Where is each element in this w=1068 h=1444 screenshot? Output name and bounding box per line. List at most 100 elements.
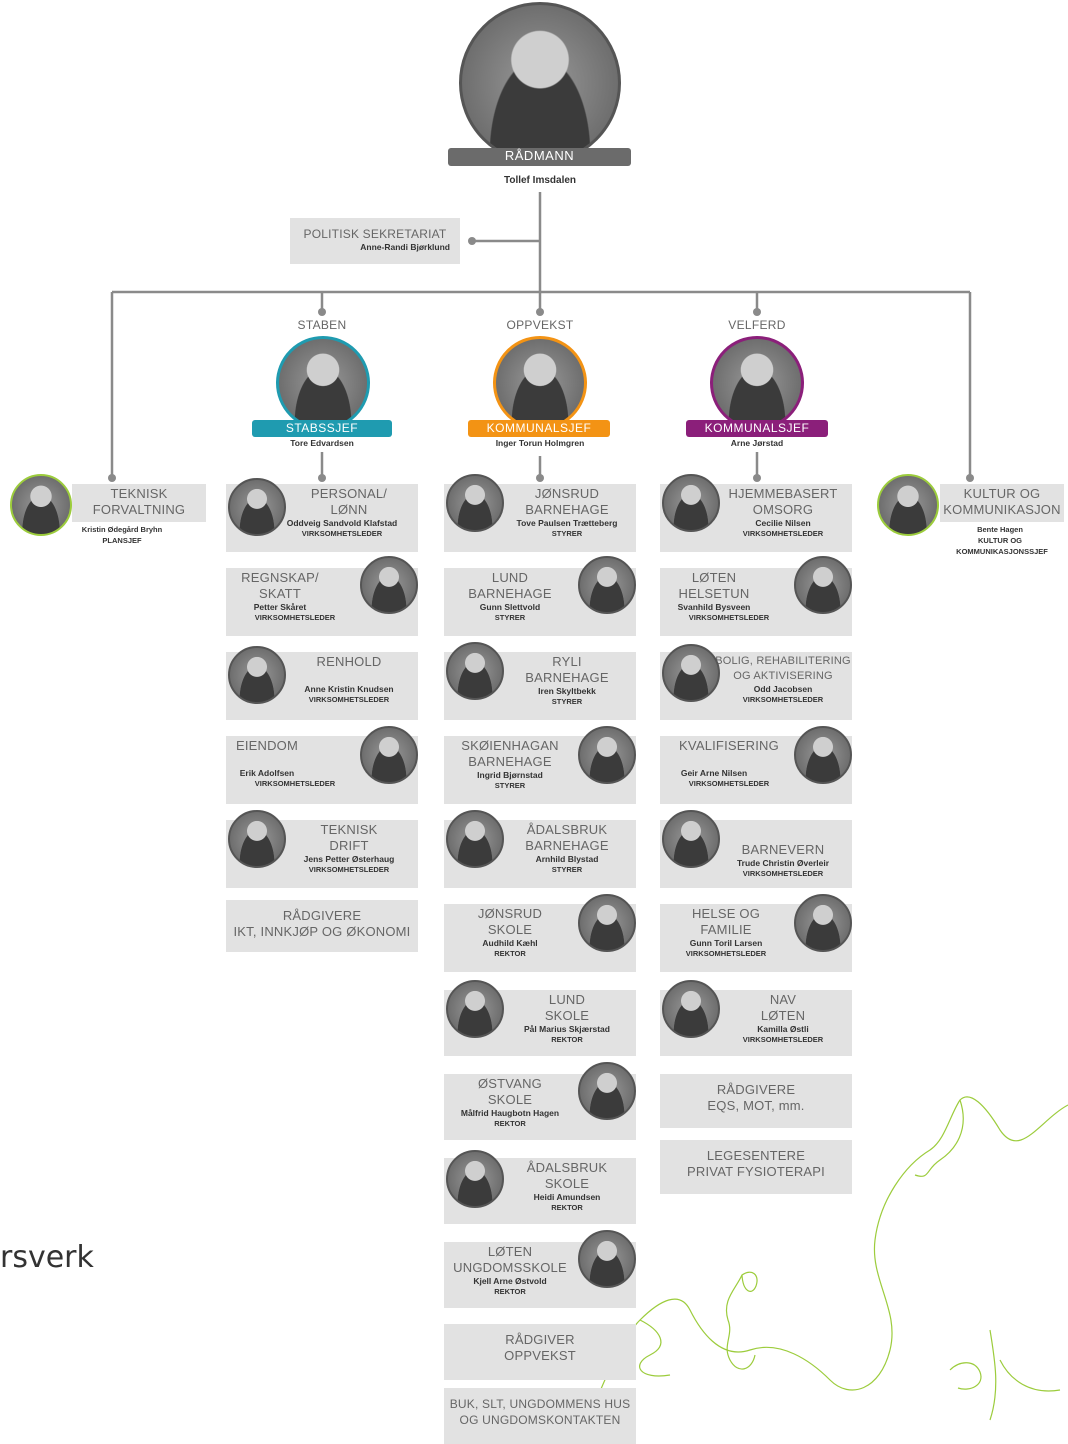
item-role: VIRKSOMHETSLEDER [688, 613, 770, 622]
item-title: LØTEN HELSETUN [678, 570, 750, 601]
kultur-name: Bente Hagen [977, 525, 1023, 534]
teknisk-forvaltning-avatar [10, 474, 72, 536]
velferd-item: LØTEN HELSETUN Svanhild Bysveen VIRKSOMH… [660, 556, 852, 636]
item-title: RÅDGIVER OPPVEKST [504, 1332, 576, 1363]
person-avatar [228, 810, 286, 868]
oppvekst-item: RYLI BARNEHAGE Iren Skyltbekk STYRER [444, 642, 636, 720]
item-name: Geir Arne Nilsen [680, 768, 748, 778]
kommunalsjef-velferd-name: Arne Jørstad [730, 438, 784, 448]
person-avatar [360, 726, 418, 784]
item-title: RENHOLD [316, 654, 382, 669]
radmann-name: Tollef Imsdalen [503, 175, 577, 186]
item-role: REKTOR [494, 1287, 526, 1296]
velferd-item: RÅDGIVERE EQS, MOT, mm. [660, 1074, 852, 1128]
oppvekst-item: JØNSRUD SKOLE Audhild Kæhl REKTOR [444, 894, 636, 972]
landscape-decoration [579, 1096, 1068, 1440]
item-name: Oddveig Sandvold Klafstad [286, 518, 398, 528]
person-avatar [228, 646, 286, 704]
velferd-item: BARNEVERN Trude Christin Øverleir VIRKSO… [660, 810, 852, 888]
item-name: Målfrid Haugbotn Hagen [460, 1108, 560, 1118]
item-role: VIRKSOMHETSLEDER [301, 529, 383, 538]
person-avatar [446, 474, 504, 532]
person-avatar [446, 980, 504, 1038]
item-role: VIRKSOMHETSLEDER [742, 529, 824, 538]
item-title: HJEMMEBASERT OMSORG [728, 486, 838, 517]
person-avatar [662, 644, 720, 702]
item-role: VIRKSOMHETSLEDER [308, 865, 390, 874]
item-role: VIRKSOMHETSLEDER [688, 779, 770, 788]
item-name: Audhild Kæhl [482, 938, 538, 948]
oppvekst-item: ØSTVANG SKOLE Målfrid Haugbotn Hagen REK… [444, 1062, 636, 1140]
velferd-item: LEGESENTERE PRIVAT FYSIOTERAPI [660, 1140, 852, 1194]
item-name: Kamilla Østli [757, 1024, 809, 1034]
item-name: Arnhild Blystad [535, 854, 599, 864]
item-title: NAV LØTEN [760, 992, 806, 1023]
item-title: SKØIENHAGAN BARNEHAGE [461, 738, 559, 769]
person-avatar [360, 556, 418, 614]
velferd-item: HJEMMEBASERT OMSORG Cecilie Nilsen VIRKS… [660, 474, 852, 552]
person-avatar [446, 810, 504, 868]
staben-item: PERSONAL/ LØNN Oddveig Sandvold Klafstad… [226, 478, 418, 552]
staben-item: EIENDOM Erik Adolfsen VIRKSOMHETSLEDER [226, 726, 418, 804]
item-name: Ingrid Bjørnstad [477, 770, 543, 780]
politisk-sekretariat-box: POLITISK SEKRETARIAT Anne-Randi Bjørklun… [290, 218, 460, 264]
item-name: Jens Petter Østerhaug [303, 854, 395, 864]
item-role: VIRKSOMHETSLEDER [308, 695, 390, 704]
person-avatar [794, 726, 852, 784]
item-title: ÅDALSBRUK BARNEHAGE [525, 822, 609, 853]
velferd-item: KVALIFISERING Geir Arne Nilsen VIRKSOMHE… [660, 726, 852, 804]
person-avatar [578, 726, 636, 784]
item-role: STYRER [494, 613, 526, 622]
item-title: PERSONAL/ LØNN [310, 486, 388, 517]
item-title: JØNSRUD BARNEHAGE [525, 486, 609, 517]
oppvekst-item: LUND SKOLE Pål Marius Skjærstad REKTOR [444, 980, 636, 1056]
item-name: Gunn Toril Larsen [689, 938, 763, 948]
teknisk-forvaltning-title: TEKNISK FORVALTNING [92, 486, 186, 517]
kultur-box: KULTUR OG KOMMUNIKASJON [940, 484, 1064, 522]
item-role: STYRER [551, 529, 583, 538]
person-avatar [446, 642, 504, 700]
politisk-sekretariat-title: POLITISK SEKRETARIAT [303, 227, 447, 241]
oppvekst-item: JØNSRUD BARNEHAGE Tove Paulsen Trætteber… [444, 474, 636, 552]
stabssjef-title: STABSSJEF [252, 420, 392, 437]
oppvekst-item: LØTEN UNGDOMSSKOLE Kjell Arne Østvold RE… [444, 1230, 636, 1308]
item-title: EIENDOM [235, 738, 299, 753]
kommunalsjef-oppvekst-avatar [493, 336, 587, 430]
item-role: VIRKSOMHETSLEDER [685, 949, 767, 958]
item-role: VIRKSOMHETSLEDER [742, 695, 824, 704]
person-avatar [446, 1150, 504, 1208]
item-title: TEKNISK DRIFT [320, 822, 378, 853]
item-role: VIRKSOMHETSLEDER [254, 779, 336, 788]
stabssjef-avatar [276, 336, 370, 430]
kultur-title: KULTUR OG KOMMUNIKASJON [943, 486, 1061, 517]
item-name: Pål Marius Skjærstad [524, 1024, 610, 1034]
person-avatar [662, 980, 720, 1038]
branch-staben: STABEN [297, 318, 347, 332]
item-role: VIRKSOMHETSLEDER [254, 613, 336, 622]
person-avatar [578, 1230, 636, 1288]
person-avatar [228, 478, 286, 536]
oppvekst-item: RÅDGIVER OPPVEKST [444, 1324, 636, 1380]
item-title: ØSTVANG SKOLE [477, 1076, 542, 1107]
item-title: BOLIG, REHABILITERING OG AKTIVISERING [715, 655, 851, 682]
item-name: Anne Kristin Knudsen [304, 684, 394, 694]
person-avatar [662, 810, 720, 868]
kommunalsjef-velferd-title: KOMMUNALSJEF [686, 420, 828, 437]
person-avatar [794, 556, 852, 614]
item-role: STYRER [551, 697, 583, 706]
item-role: REKTOR [551, 1203, 583, 1212]
staben-item: RÅDGIVERE IKT, INNKJØP OG ØKONOMI [226, 900, 418, 952]
item-role: STYRER [494, 781, 526, 790]
radmann-avatar [459, 2, 621, 164]
item-title: BARNEVERN [741, 842, 825, 857]
velferd-item: HELSE OG FAMILIE Gunn Toril Larsen VIRKS… [660, 894, 852, 972]
staben-item: TEKNISK DRIFT Jens Petter Østerhaug VIRK… [226, 810, 418, 888]
item-title: LUND SKOLE [544, 992, 590, 1023]
teknisk-forvaltning-role: PLANSJEF [102, 536, 142, 545]
oppvekst-item: BUK, SLT, UNGDOMMENS HUS OG UNGDOMSKONTA… [444, 1388, 636, 1444]
item-name: Cecilie Nilsen [755, 518, 811, 528]
radmann-title: RÅDMANN [448, 148, 631, 166]
person-avatar [578, 556, 636, 614]
item-name: Svanhild Bysveen [677, 602, 751, 612]
